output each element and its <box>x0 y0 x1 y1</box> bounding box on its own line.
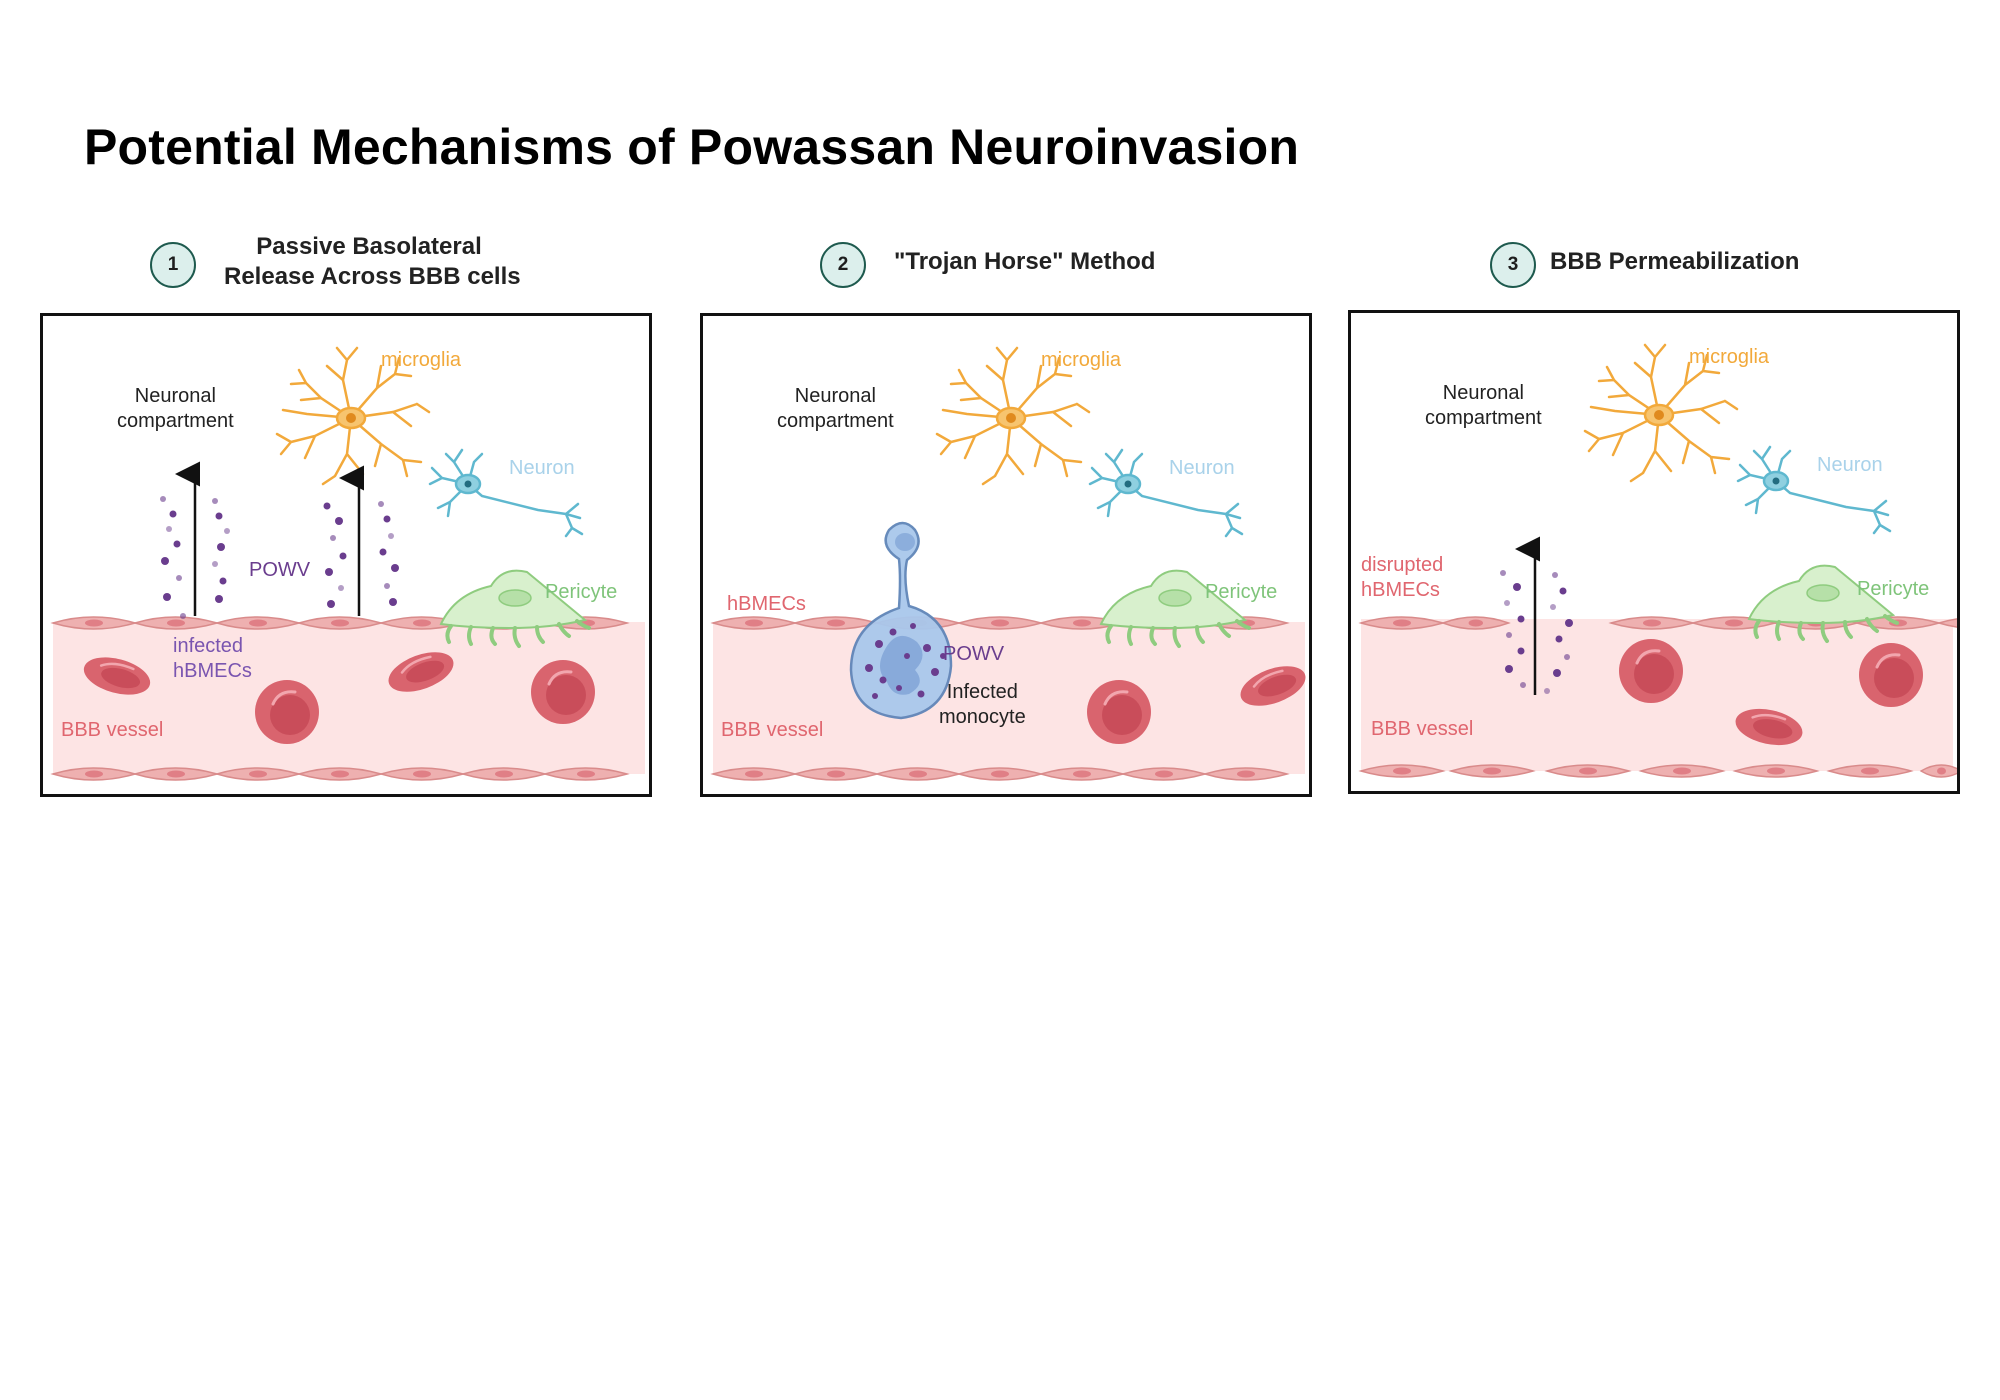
red-blood-cell-icon <box>253 678 321 746</box>
mechanism-2-number-badge: 2 <box>820 242 866 288</box>
vessel-lumen <box>713 622 1305 774</box>
mechanism-1-title-line-2: Release Across BBB cells <box>224 263 521 290</box>
red-blood-cell-icon <box>1617 637 1685 705</box>
mechanism-3-number-badge: 3 <box>1490 242 1536 288</box>
neuron-label: Neuron <box>509 457 575 479</box>
red-blood-cell-icon <box>1085 678 1153 746</box>
mechanism-1-title-line-1: Passive Basolateral <box>256 233 482 260</box>
pericyte-label: Pericyte <box>1857 578 1930 600</box>
mechanism-2-heading: 2 "Trojan Horse" Method <box>820 232 1220 296</box>
microglia-label: microglia <box>381 349 462 371</box>
neuron-label: Neuron <box>1169 457 1235 479</box>
hbmecs-label: hBMECs <box>727 593 806 615</box>
mechanism-3-title: BBB Permeabilization <box>1550 248 1800 275</box>
vessel-label: BBB vessel <box>1371 718 1474 740</box>
virus-particle-icon <box>865 623 946 699</box>
mechanism-2-title: "Trojan Horse" Method <box>894 248 1156 275</box>
neuron-label: Neuron <box>1817 454 1883 476</box>
powv-label: POWV <box>943 643 1005 665</box>
vessel-label: BBB vessel <box>721 719 824 741</box>
mechanism-1-heading: 1 Passive Basolateral Release Across BBB… <box>150 232 570 296</box>
mechanism-1-number-badge: 1 <box>150 242 196 288</box>
pericyte-label: Pericyte <box>545 581 618 603</box>
page-title: Potential Mechanisms of Powassan Neuroin… <box>84 119 1300 175</box>
virus-particle-icon <box>160 496 399 619</box>
mechanism-3-heading: 3 BBB Permeabilization <box>1490 232 1890 296</box>
red-blood-cell-icon <box>1857 641 1925 709</box>
microglia-label: microglia <box>1041 349 1122 371</box>
red-blood-cell-icon <box>529 658 597 726</box>
monocyte-icon <box>849 521 953 720</box>
powv-label: POWV <box>249 559 311 581</box>
virus-particle-icon <box>1500 570 1573 694</box>
microglia-label: microglia <box>1689 346 1770 368</box>
mechanism-1-title: Passive Basolateral Release Across BBB c… <box>224 232 521 292</box>
vessel-label: BBB vessel <box>61 719 164 741</box>
pericyte-label: Pericyte <box>1205 581 1278 603</box>
